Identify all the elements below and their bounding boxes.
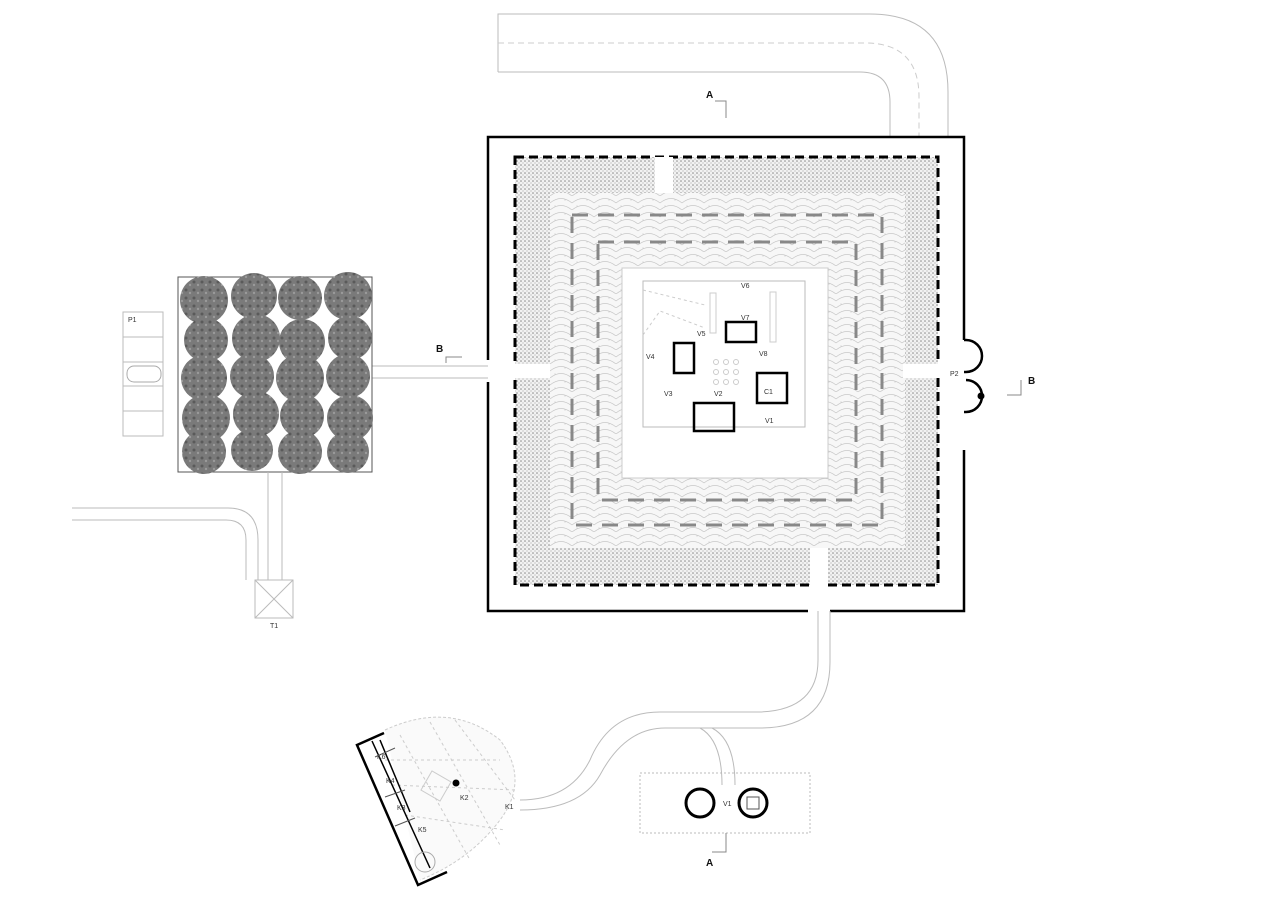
room-label: V3	[664, 391, 673, 398]
bottom-access-road	[519, 611, 831, 811]
svg-text:K3: K3	[397, 805, 406, 812]
section-mark-b-left: B	[436, 344, 462, 363]
tree-grove	[177, 272, 373, 474]
section-mark-b-right: B	[1007, 376, 1035, 396]
v1-pavilion: V1	[639, 772, 811, 834]
svg-text:B: B	[436, 344, 443, 355]
svg-text:B: B	[1028, 376, 1035, 387]
svg-text:P2: P2	[950, 371, 959, 378]
parking-p1: P1	[122, 311, 164, 437]
svg-text:P1: P1	[128, 317, 137, 324]
svg-text:T1: T1	[270, 623, 278, 630]
stair-towers-p2: P2	[950, 338, 985, 414]
room-label: V1	[765, 418, 774, 425]
bridge-path	[372, 365, 488, 379]
svg-text:K1: K1	[505, 804, 514, 811]
svg-text:K6: K6	[377, 754, 386, 761]
room-label: V6	[741, 283, 750, 290]
svg-text:K2: K2	[460, 795, 469, 802]
section-mark-a-bottom: A	[706, 833, 727, 869]
left-access-road: T1	[72, 472, 294, 630]
room-label: V7	[741, 315, 750, 322]
svg-text:A: A	[706, 858, 713, 869]
room-label: V8	[759, 351, 768, 358]
room-label: V4	[646, 354, 655, 361]
central-pavilion: V1 V2 V3 V4 V5 V6 V7 V8 C1	[642, 280, 806, 433]
svg-text:V1: V1	[723, 801, 732, 808]
room-label: V2	[714, 391, 723, 398]
room-label: V5	[697, 331, 706, 338]
svg-text:K5: K5	[418, 827, 427, 834]
room-label: C1	[764, 389, 773, 396]
top-access-road	[497, 13, 949, 137]
k-building: K6 K4 K3 K5 K2 K1	[355, 716, 516, 887]
svg-text:A: A	[706, 90, 713, 101]
section-mark-a-top: A	[706, 90, 727, 118]
svg-text:K4: K4	[386, 778, 395, 785]
